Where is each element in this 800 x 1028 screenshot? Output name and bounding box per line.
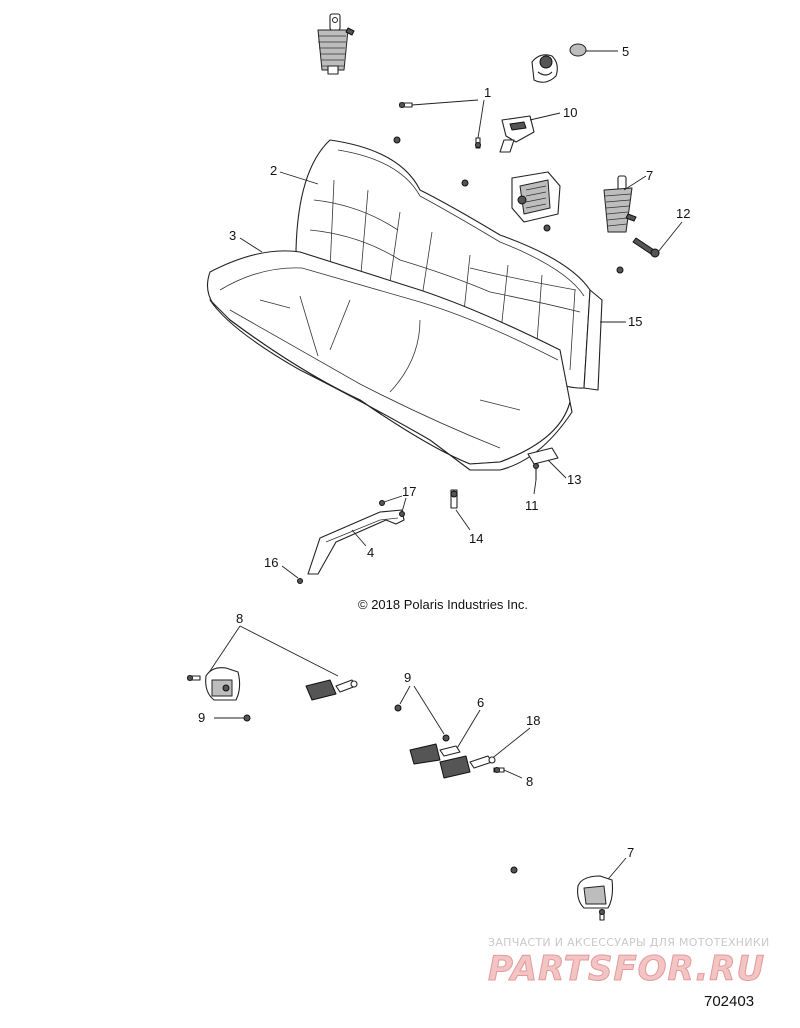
seat-latch-part [531,43,587,83]
callout-11: 11 [525,498,539,513]
bolt-part [461,179,469,187]
seat-belt-retractor-part [205,667,241,701]
callout-16: 16 [264,555,278,570]
callout-7: 7 [627,845,634,860]
bolt-part [399,102,413,108]
bolt-part [599,909,605,921]
seat-pad-part [527,447,559,465]
callout-8: 8 [236,611,243,626]
bolt-part [379,500,385,506]
bench-seat-assembly [206,139,603,471]
callout-17: 17 [402,484,416,499]
bolt-part [632,237,660,258]
bolt-part [533,463,539,480]
callout-7: 7 [646,168,653,183]
callout-12: 12 [676,206,690,221]
callout-4: 4 [367,545,374,560]
document-number: 702403 [704,993,754,1010]
nut-part [394,704,402,712]
seat-belt-buckle-part [409,743,461,765]
callout-8: 8 [526,774,533,789]
seat-belt-buckle-part [439,755,496,779]
seat-belt-retractor-part [577,875,614,909]
callout-15: 15 [628,314,642,329]
callout-2: 2 [270,163,277,178]
seat-belt-buckle-part [499,115,535,153]
bolt-part [543,224,551,232]
seat-shock-spring-right [603,175,637,233]
callout-9: 9 [404,670,411,685]
bolt-part [399,511,405,517]
seat-belt-retractor-part [511,171,561,223]
bolt-part [475,137,481,149]
callout-1: 1 [484,85,491,100]
bolt-part [393,136,401,144]
seat-support-bracket-part [307,509,405,575]
callout-13: 13 [567,472,581,487]
watermark-logo: PARTSFOR.RU [488,949,765,989]
seat-belt-buckle-part [305,679,358,701]
nut-part [243,714,251,722]
callout-9: 9 [198,710,205,725]
callout-18: 18 [526,713,540,728]
bolt-part [493,767,505,773]
bolt-part [616,266,624,274]
seat-shock-spring-top [317,13,355,75]
watermark-tagline: ЗАПЧАСТИ И АКСЕССУАРЫ ДЛЯ МОТОТЕХНИКИ [488,936,770,949]
bolt-part [187,675,201,681]
callout-6: 6 [477,695,484,710]
callout-5: 5 [622,44,629,59]
stud-part [450,489,458,509]
callout-14: 14 [469,531,483,546]
copyright-notice: © 2018 Polaris Industries Inc. [358,597,528,612]
callout-3: 3 [229,228,236,243]
nut-part [442,734,450,742]
bolt-part [297,578,303,584]
nut-part [510,866,518,874]
callout-10: 10 [563,105,577,120]
